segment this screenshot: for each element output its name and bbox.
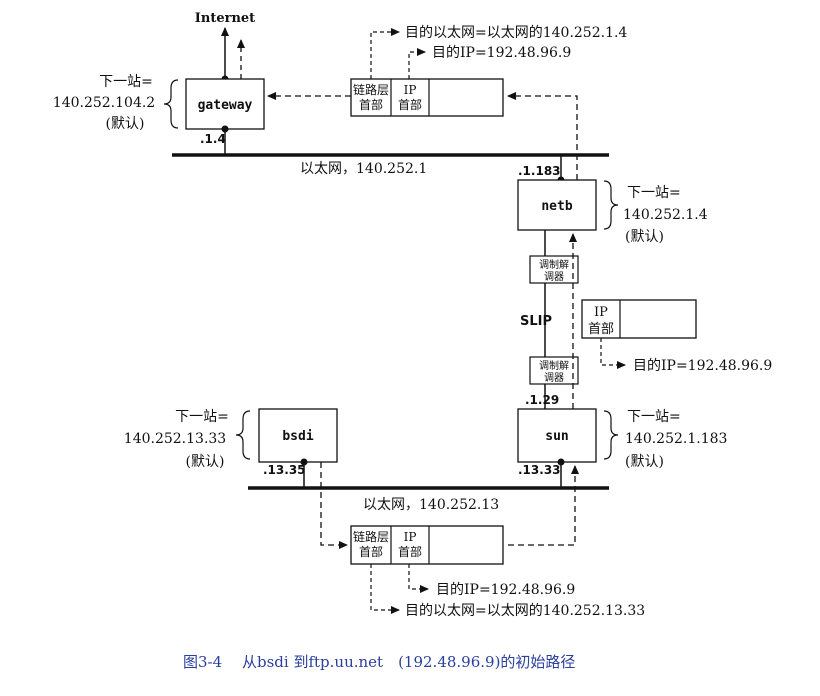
bsdi-brace (235, 410, 251, 460)
bsdi-label: bsdi (282, 429, 313, 444)
netb-address: .1.183 (518, 164, 561, 178)
gateway-host (185, 78, 265, 130)
netb-label: netb (541, 199, 572, 214)
netb-nexthop-line1: 下一站= (627, 185, 681, 201)
slip-dest-ip: 目的IP=192.48.96.9 (633, 358, 772, 374)
top-link-header-line1: 链路层 (353, 82, 389, 97)
bsdi-nexthop-line3: (默认) (186, 454, 225, 470)
figure-caption-number: 图3-4 (183, 653, 222, 671)
bottom-dest-ether: 目的以太网=以太网的140.252.13.33 (405, 603, 645, 619)
netb-nexthop-line2: 140.252.1.4 (623, 207, 708, 223)
sun-address: .13.33 (518, 463, 561, 477)
modem-bottom (529, 356, 579, 385)
sun-label: sun (545, 429, 568, 444)
bottom-ip-pointer (408, 564, 429, 593)
slip-ip-pointer (600, 338, 626, 369)
bsdi-address: .13.35 (263, 463, 306, 477)
internet-label: Internet (195, 11, 255, 26)
gateway-nexthop-line2: 140.252.104.2 (53, 95, 155, 111)
figure-caption-text: 从bsdi 到ftp.uu.net (192.48.96.9)的初始路径 (242, 653, 575, 671)
bottom-ether-pointer (370, 564, 400, 614)
slip-ip-header-line2: 首部 (588, 322, 614, 337)
slip-ip-header-line1: IP (594, 305, 608, 320)
top-packet (350, 78, 504, 117)
flow-bsdi-down (320, 462, 348, 549)
bottom-packet (350, 525, 504, 565)
bottom-network-label: 以太网，140.252.13 (363, 497, 499, 513)
bsdi-nexthop-line2: 140.252.13.33 (124, 431, 226, 447)
top-network-label: 以太网，140.252.1 (300, 161, 427, 177)
top-ether-pointer (370, 28, 400, 79)
sun-nexthop-line2: 140.252.1.183 (625, 431, 727, 447)
flow-to-sun (508, 465, 579, 546)
gateway-nexthop-line1: 下一站= (99, 74, 153, 90)
gateway-brace (163, 79, 179, 129)
modem-bottom-line1: 调制解 (539, 359, 569, 372)
bottom-link-header-line2: 首部 (359, 544, 383, 559)
top-ip-pointer (408, 48, 426, 79)
sun-brace (603, 410, 619, 460)
modem-top-line2: 调器 (544, 271, 564, 283)
slip-label: SLIP (520, 314, 552, 329)
flow-netb-up (507, 92, 578, 180)
gateway-address: .1.4 (200, 132, 226, 146)
gateway-nexthop-line3: (默认) (106, 116, 145, 132)
bsdi-eth-port (300, 458, 308, 466)
sun-nexthop-line1: 下一站= (627, 409, 681, 425)
modem-top-line1: 调制解 (539, 258, 569, 271)
top-ip-header-line2: 首部 (398, 97, 422, 112)
slip-packet (581, 299, 697, 339)
netb-host (517, 179, 597, 231)
top-dest-ip: 目的IP=192.48.96.9 (432, 45, 571, 61)
netb-nexthop-line3: (默认) (625, 229, 664, 245)
sun-slip-address: .1.29 (525, 393, 559, 407)
gateway-label: gateway (198, 98, 253, 113)
bottom-ip-header-line2: 首部 (398, 544, 422, 559)
bottom-link-header-line1: 链路层 (353, 529, 389, 544)
bsdi-host (258, 408, 338, 463)
top-ip-header-line1: IP (404, 83, 417, 97)
modem-bottom-line2: 调器 (544, 372, 564, 384)
netb-brace (603, 180, 619, 230)
top-dest-ether: 目的以太网=以太网的140.252.1.4 (405, 25, 627, 41)
modem-top (529, 255, 579, 284)
bottom-dest-ip: 目的IP=192.48.96.9 (436, 582, 575, 598)
bsdi-nexthop-line1: 下一站= (175, 409, 229, 425)
sun-host (517, 408, 597, 463)
bottom-ip-header-line1: IP (404, 530, 417, 544)
sun-nexthop-line3: (默认) (625, 454, 664, 470)
top-link-header-line2: 首部 (359, 97, 383, 112)
gateway-eth-port (221, 125, 229, 133)
sun-eth-port (557, 458, 565, 466)
